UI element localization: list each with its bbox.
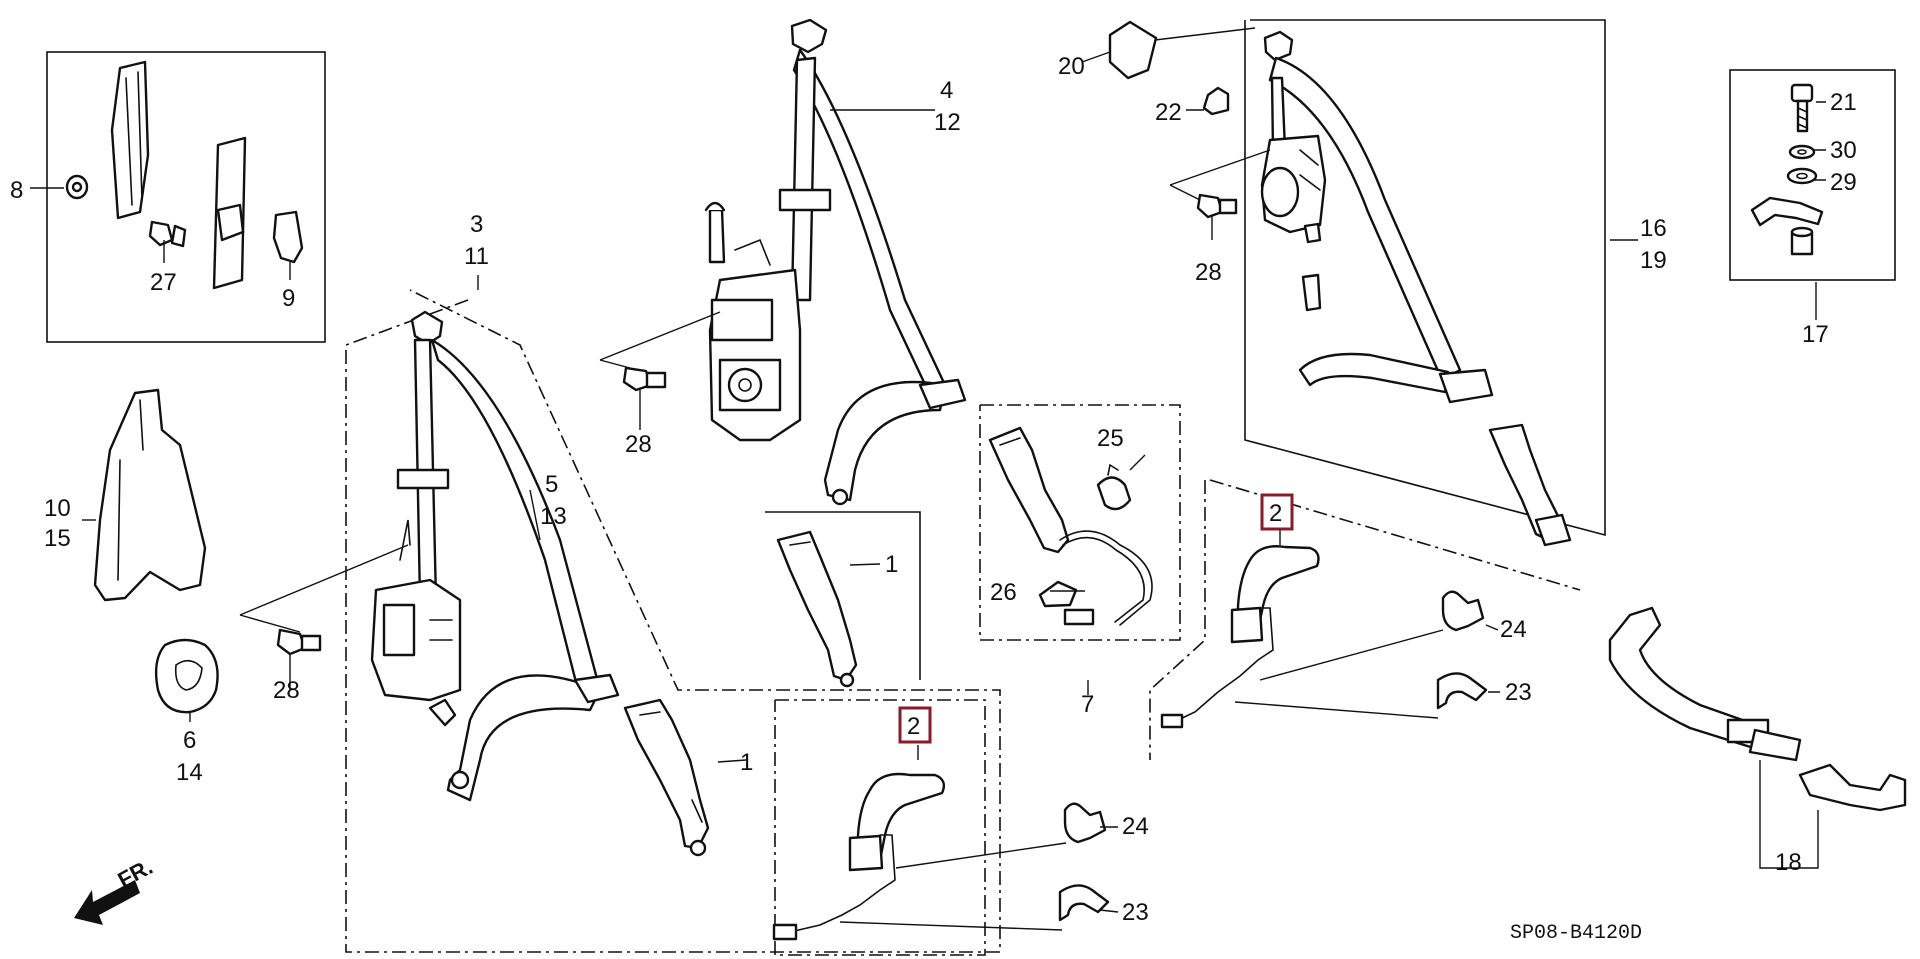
direction-label: FR.: [114, 854, 157, 893]
part-9-clip: [272, 210, 304, 264]
part-30-washer: [1788, 144, 1816, 160]
callout-29: 29: [1830, 169, 1857, 196]
callout-1-b: 1: [885, 551, 898, 578]
callout-22: 22: [1155, 99, 1182, 126]
part-21-bolt: [1790, 83, 1814, 133]
front-direction-arrow-icon: [74, 880, 140, 925]
part-23-clamp-b: [1436, 672, 1488, 710]
callout-25: 25: [1097, 425, 1124, 452]
callout-11: 11: [464, 243, 489, 270]
part-6-grommet: [154, 638, 219, 714]
part-29-washer: [1786, 167, 1818, 185]
part-19-rear-buckle: [1488, 423, 1572, 547]
buckle-box-a: [765, 511, 921, 680]
callout-24-a: 24: [1122, 813, 1149, 840]
callout-7: 7: [1081, 691, 1094, 718]
part-28-bolt-c: [1196, 193, 1322, 312]
callout-23-a: 23: [1122, 899, 1149, 926]
callout-4: 4: [940, 77, 953, 104]
part-17-anchor-bracket: [1750, 196, 1824, 256]
callout-20: 20: [1058, 53, 1085, 80]
part-27-bolt: [148, 220, 187, 248]
callout-labels: 8 27 9 10 15 6 14 28 3 11 5 13 28 4 12 1…: [10, 53, 1857, 926]
part-4-seat-belt-assembly: [704, 18, 967, 506]
anchor-hardware-box: [1729, 69, 1896, 281]
part-8-belt-guide: [65, 60, 150, 220]
callout-27: 27: [150, 269, 177, 296]
part-25-clip: [1096, 463, 1132, 511]
part-10-seat-cover: [93, 388, 207, 602]
part-7-buckle-with-sensor: [988, 426, 1153, 626]
part-24-clamp-b: [1441, 590, 1485, 632]
part-2-buckle-switch-a: [772, 772, 946, 941]
seat-trim-panel: [212, 136, 247, 290]
callout-6: 6: [183, 727, 196, 754]
callout-2-a: 2: [907, 713, 920, 740]
part-1-buckle-b: [776, 530, 858, 688]
callout-2-a-highlight: 2: [898, 706, 932, 744]
callout-28-c: 28: [1195, 259, 1222, 286]
callout-24-b: 24: [1500, 616, 1527, 643]
callout-8: 8: [10, 177, 23, 204]
part-2-buckle-switch-b: [1160, 545, 1320, 729]
callout-13: 13: [540, 503, 567, 530]
callout-18: 18: [1775, 849, 1802, 876]
buckle-harness-box: [979, 404, 1181, 641]
callout-9: 9: [282, 285, 295, 312]
diagram-code: SP08-B4120D: [1510, 922, 1642, 945]
callout-19: 19: [1640, 247, 1667, 274]
rear-right-belt-frame: [1244, 19, 1606, 537]
part-16-rear-seat-belt: [1260, 30, 1494, 404]
part-3-seat-belt-assembly: [370, 310, 620, 802]
callout-23-b: 23: [1505, 679, 1532, 706]
buckle-sensor-box-b: [1149, 480, 1206, 760]
front-left-belt-frame: [345, 289, 1001, 953]
callout-28-b: 28: [625, 431, 652, 458]
buckle-sensor-box-a: [774, 699, 986, 956]
callout-3: 3: [470, 211, 483, 238]
callout-14: 14: [176, 759, 203, 786]
callout-21: 21: [1830, 89, 1857, 116]
part-23-clamp-a: [1058, 884, 1110, 922]
callout-2-b-highlight: 2: [1260, 493, 1294, 531]
callout-12: 12: [934, 109, 961, 136]
callout-28-a: 28: [273, 677, 300, 704]
callout-26: 26: [990, 579, 1017, 606]
part-1-buckle-a: [623, 698, 710, 857]
callout-2-b: 2: [1269, 500, 1282, 527]
part-24-clamp-a: [1063, 802, 1107, 844]
callout-30: 30: [1830, 137, 1857, 164]
callout-17: 17: [1802, 321, 1829, 348]
leader-lines: [30, 27, 1826, 931]
part-20-cap: [1108, 20, 1158, 80]
part-26-clip: [1038, 580, 1078, 608]
part-18-center-belt: [1608, 606, 1907, 812]
callout-15: 15: [44, 525, 71, 552]
part-22-clip: [1202, 86, 1230, 116]
callout-5: 5: [545, 471, 558, 498]
callout-1-a: 1: [740, 749, 753, 776]
trim-parts-box: [46, 51, 326, 343]
part-28-bolt-b: [622, 366, 667, 392]
part-28-bolt-a: [276, 628, 322, 656]
callout-10: 10: [44, 495, 71, 522]
callout-16: 16: [1640, 215, 1667, 242]
